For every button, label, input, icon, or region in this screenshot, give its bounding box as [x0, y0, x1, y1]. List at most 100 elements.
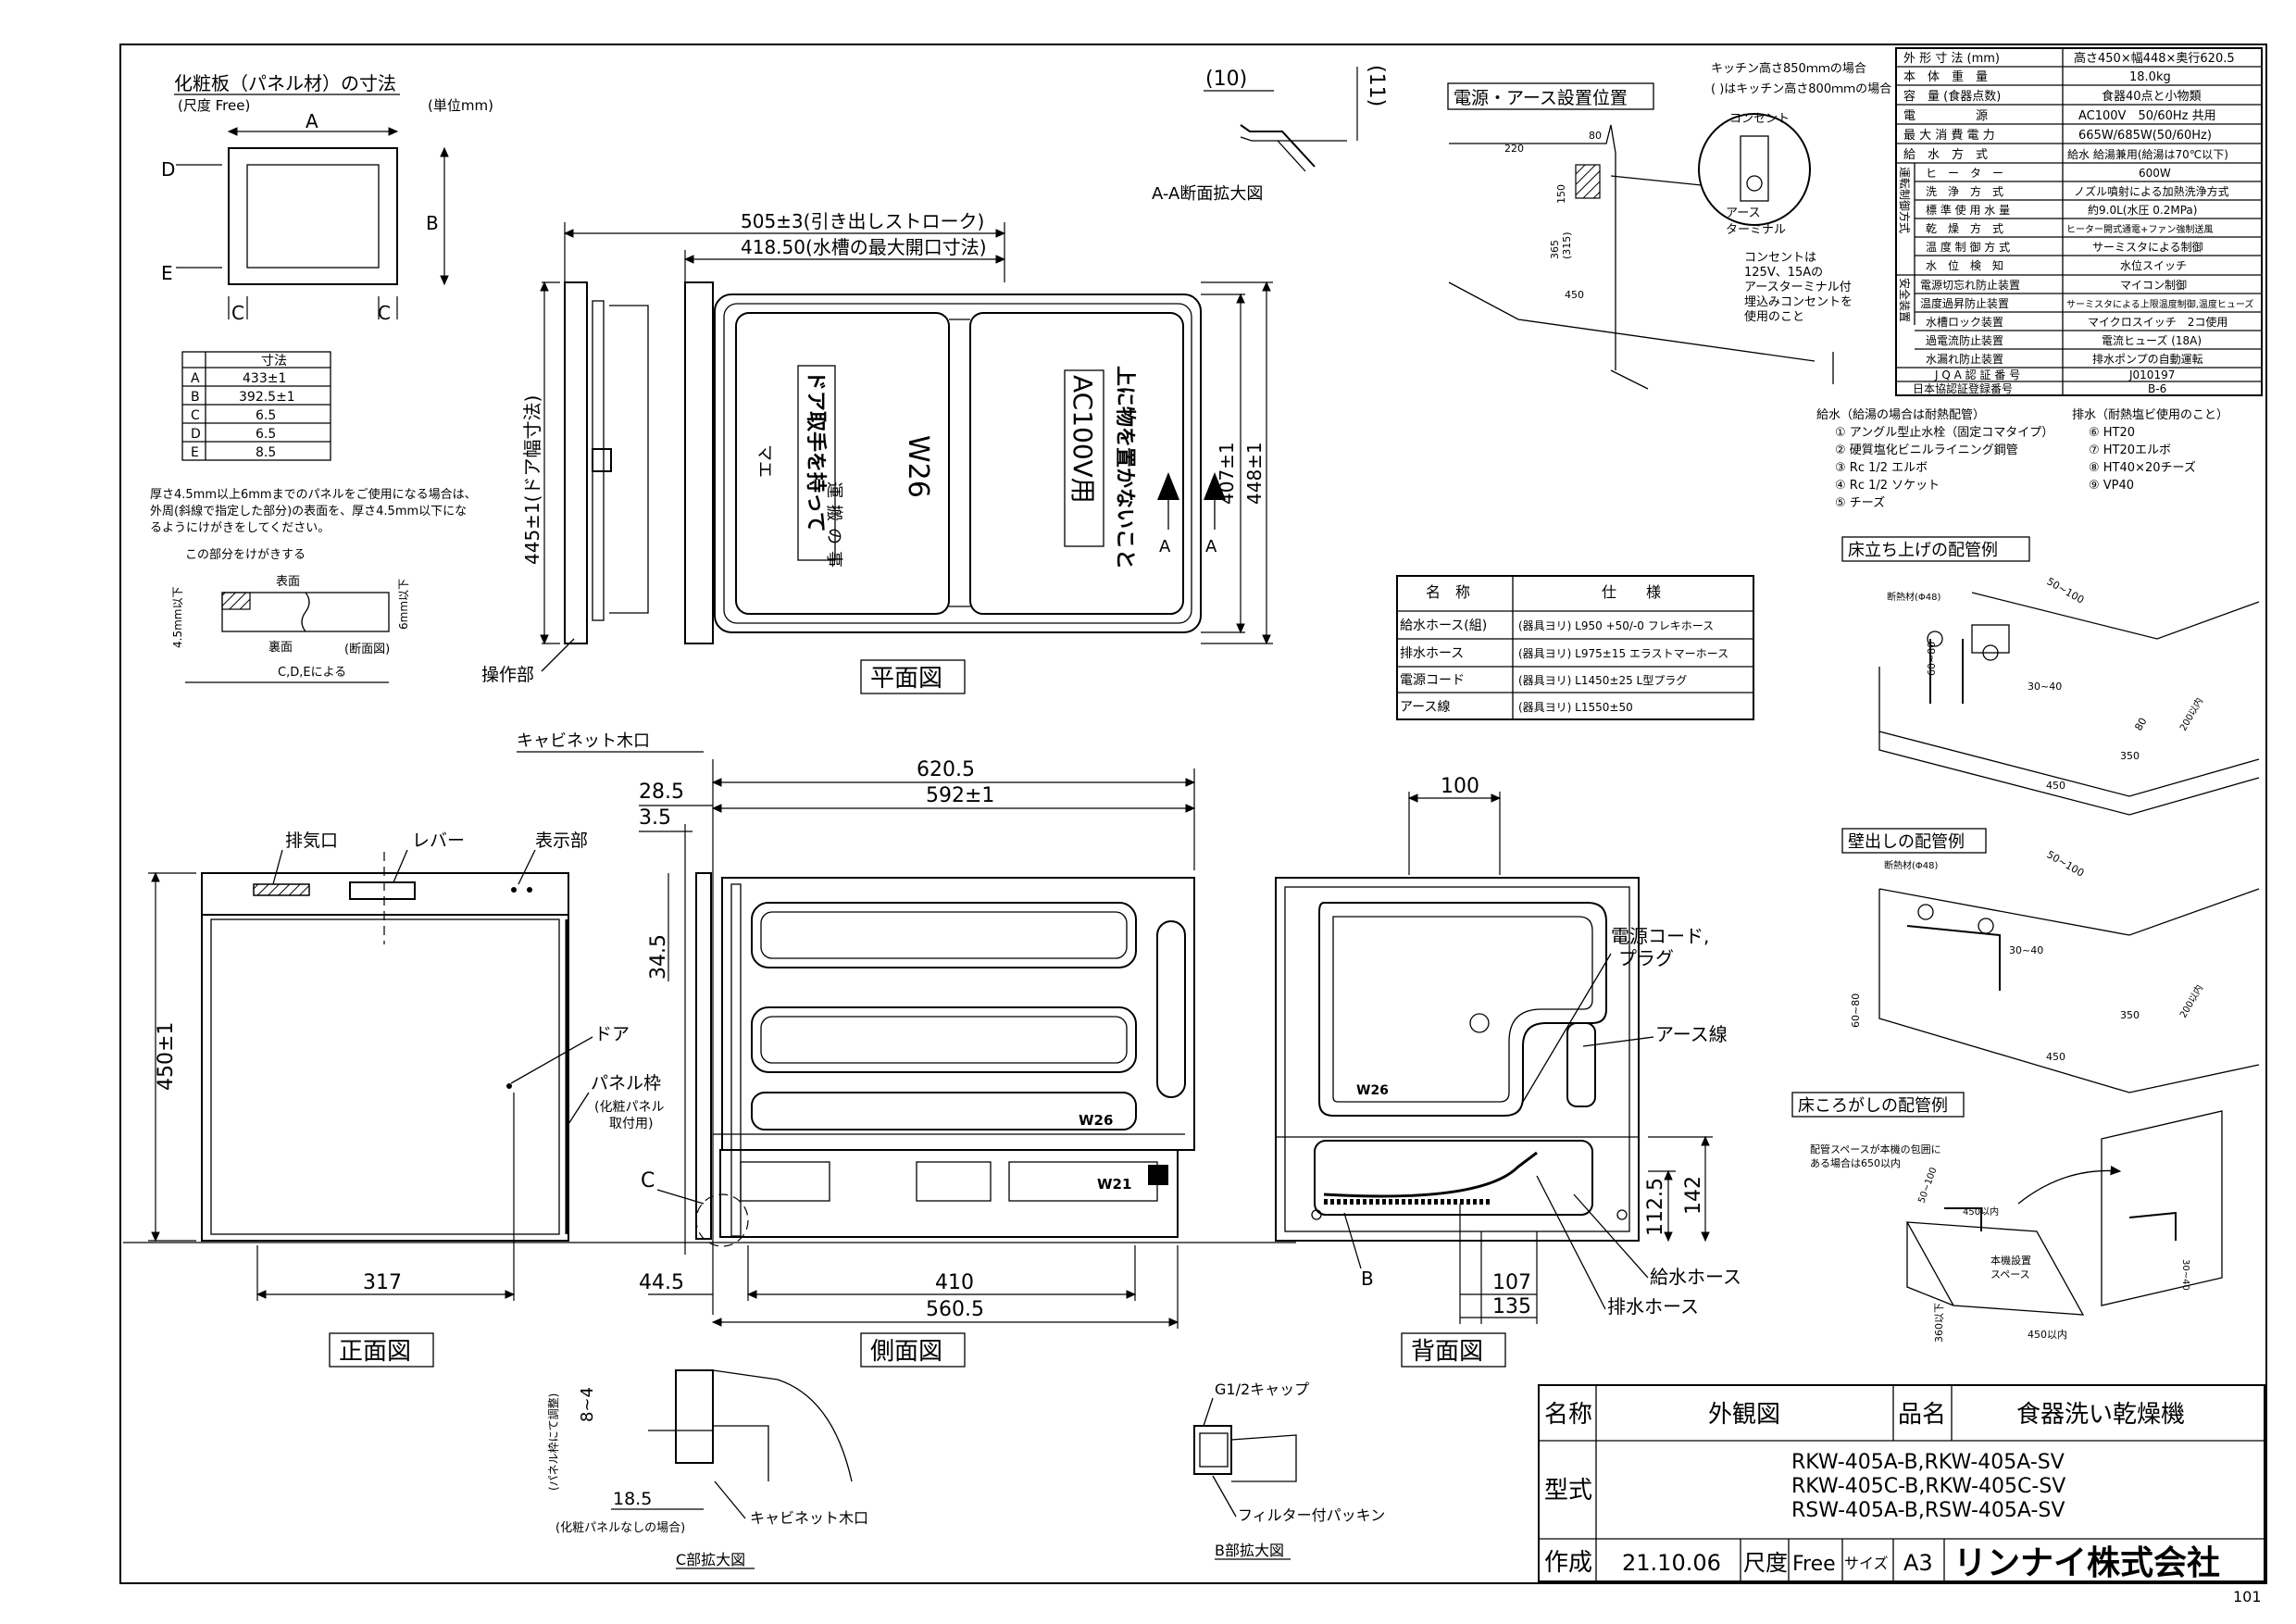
piping-d360: 360以下 [1933, 1303, 1945, 1343]
front-d317: 317 [363, 1271, 402, 1294]
back-b-label: B [1361, 1268, 1374, 1290]
power-outlet: コンセント [1729, 112, 1790, 126]
detail-b: G1/2キャップ フィルター付パッキン B部拡大図 [1193, 1380, 1385, 1560]
back-cord: 電源コード, [1611, 925, 1709, 947]
accessory-k: アース線 [1400, 700, 1450, 715]
tb-scale-key: 尺度 [1743, 1550, 1788, 1576]
power-d450: 450 [1565, 289, 1584, 301]
page-number: 101 [2233, 1588, 2262, 1605]
piping-d80-1: 80 [2132, 716, 2149, 733]
piping-space-note-2: ある場合は650以内 [1810, 1156, 1901, 1169]
tb-product-key: 品名 [1898, 1401, 1946, 1429]
spec-v: マイコン制御 [2120, 278, 2187, 292]
piping-floor-up-title: 床立ち上げの配管例 [1848, 541, 1998, 560]
spec-group2: 安全装置 [1898, 278, 1912, 322]
back-title: 背面図 [1411, 1338, 1483, 1366]
plan-sec-a2: A [1205, 537, 1217, 556]
back-d142: 142 [1682, 1176, 1705, 1215]
power-outlet-note-5: 使用のこと [1744, 309, 1804, 324]
accessory-v: (器具ヨリ) L950 +50/-0 フレキホース [1518, 619, 1714, 632]
sheet-border [119, 44, 2267, 1584]
spec-v: 約9.0L(水圧 0.2MPa) [2088, 203, 2197, 217]
spec-v: AC100V 50/60Hz 共用 [2078, 109, 2216, 123]
spec-k: 標 準 使 用 水 量 [1926, 203, 2010, 217]
c-84: 8~4 [578, 1387, 597, 1422]
tb-model-3: RSW-405A-B,RSW-405A-SV [1791, 1499, 2065, 1522]
parts-supply-3: ③ Rc 1/2 エルボ [1835, 461, 1928, 475]
plan-door-width: 445±1(ドア幅寸法) [521, 395, 543, 565]
aa-title: A-A断面拡大図 [1152, 184, 1263, 204]
front-panel-frame: パネル枠 [591, 1073, 661, 1093]
spec-v: マイクロスイッチ 2コ使用 [2088, 315, 2227, 329]
spec-v: 水位スイッチ [2120, 258, 2187, 272]
spec-k: 本 体 重 量 [1903, 69, 1988, 84]
panel-row-val: 6.5 [256, 408, 276, 423]
tb-model-key: 型式 [1544, 1477, 1592, 1505]
tb-name-key: 名称 [1544, 1401, 1592, 1429]
piping-d450in-2: 450以内 [2028, 1328, 2067, 1341]
spec-k: 外 形 寸 法 (mm) [1903, 52, 2000, 66]
panel-unit: (単位mm) [428, 97, 493, 114]
panel-letter-b: B [426, 212, 439, 234]
tb-made-value: 21.10.06 [1622, 1550, 1721, 1576]
panel-table-header: 寸法 [261, 354, 287, 369]
power-d315: (315) [1561, 231, 1573, 259]
spec-v: 給水 給湯兼用(給湯は70℃以下) [2067, 148, 2228, 161]
piping-d350-1: 350 [2120, 750, 2140, 762]
tb-scale-value: Free [1792, 1553, 1836, 1576]
plan-sticker-carry-3: 搬 [824, 505, 843, 521]
panel-row-key: D [191, 427, 201, 442]
section-back: 裏面 [268, 641, 293, 655]
spec-k: ヒ ー タ ー [1926, 167, 2003, 180]
back-drain-hose: 排水ホース [1607, 1295, 1699, 1318]
accessory-k: 電源コード [1400, 673, 1465, 688]
plan-sticker-carry-2: 運 [824, 481, 843, 498]
plan-stroke-dim: 505±3(引き出しストローク) [741, 210, 984, 232]
spec-rows-1: ヒ ー タ ー 600W 洗 浄 方 式 ノズル噴射による加熱洗浄方式 標 準 … [1926, 167, 2229, 272]
parts-supply-5: ⑤ チーズ [1835, 495, 1885, 510]
accessory-table: 名 称 仕 様 給水ホース(組) (器具ヨリ) L950 +50/-0 フレキホ… [1396, 575, 1754, 720]
piping-wall: 壁出しの配管例 断熱材(Φ48) 350 450 60~80 50~100 30… [1841, 828, 2260, 1093]
piping-insul-1: 断熱材(Φ48) [1887, 591, 1940, 603]
panel-note-2: 外周(斜線で指定した部分)の表面を、厚さ4.5mm以下にな [150, 504, 467, 518]
piping-d3040-3: 30~40 [2180, 1259, 2190, 1291]
spec-v: サーミスタによる制御 [2092, 240, 2203, 254]
panel-row-key: E [191, 445, 199, 460]
parts-supply-2: ② 硬質塩化ビニルライニング鋼管 [1835, 443, 2018, 457]
power-d150: 150 [1555, 184, 1567, 204]
c-185: 18.5 [613, 1489, 652, 1509]
spec-group1: 運転制御方式 [1898, 167, 1912, 233]
c-note: (化粧パネルなしの場合) [555, 1521, 685, 1535]
panel-row-val: 433±1 [243, 371, 286, 386]
spec-k: 最 大 消 費 電 力 [1903, 129, 1995, 143]
side-d560: 560.5 [926, 1298, 984, 1321]
parts-drain-8: ⑧ HT40×20チーズ [2089, 460, 2196, 475]
aa-section-detail: (10) (11) A-A断面拡大図 [1152, 65, 1388, 204]
plan-w26: W26 [902, 435, 934, 498]
tb-size-key: サイズ [1844, 1555, 1889, 1572]
panel-row-key: C [191, 408, 200, 423]
spec-k: 給 水 方 式 [1903, 147, 1988, 162]
spec-v: サーミスタによる上限温度制御,温度ヒューズ [2066, 298, 2253, 310]
panel-row-key: A [191, 371, 200, 386]
piping-d3040-1: 30~40 [2028, 681, 2062, 693]
plan-warning: 上に物を置かないこと [1113, 366, 1137, 569]
plan-ac100v: AC100V用 [1067, 375, 1098, 504]
piping-d3040-2: 30~40 [2009, 944, 2043, 956]
accessory-h1: 名 称 [1426, 583, 1470, 601]
panel-dimension-section: 化粧板（パネル材）の寸法 (尺度 Free) (単位mm) A B D E C … [150, 72, 493, 683]
side-w26: W26 [1079, 1112, 1113, 1129]
accessory-k: 排水ホース [1400, 646, 1464, 661]
cabinet-edge-label: キャビネット木口 [517, 731, 650, 751]
front-panel-frame-sub2: 取付用) [609, 1117, 653, 1131]
back-plug: プラグ [1618, 947, 1674, 969]
front-view: 排気口 レバー 表示部 ドア パネル枠 (化粧パネル 取付用) 450±1 31… [148, 831, 664, 1368]
tb-name-value: 外観図 [1708, 1401, 1780, 1429]
side-d620: 620.5 [917, 758, 975, 781]
piping-d200-2: 200以内 [2177, 982, 2205, 1019]
section-under45: 4.5mm以下 [171, 587, 184, 648]
tb-size-value: A3 [1903, 1550, 1933, 1576]
side-d592: 592±1 [926, 784, 994, 807]
spec-v: 600W [2139, 167, 2171, 180]
